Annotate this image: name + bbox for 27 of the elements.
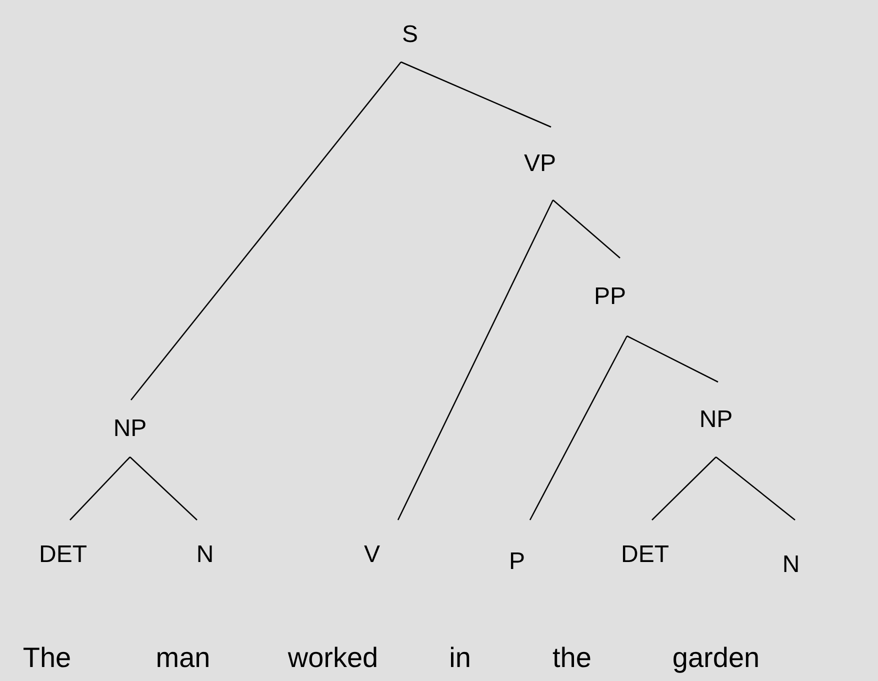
tree-node-label: V <box>364 541 380 569</box>
tree-node-label: VP <box>524 150 556 178</box>
tree-branch <box>552 200 620 258</box>
tree-node-label: NP <box>699 406 733 434</box>
tree-branch <box>70 456 130 520</box>
tree-branch <box>529 336 628 520</box>
tree-node-label: DET <box>39 541 87 569</box>
tree-node-label: N <box>196 541 214 569</box>
tree-branch <box>400 61 552 128</box>
tree-branch <box>130 456 198 520</box>
sentence-word: worked <box>288 642 378 674</box>
tree-node-label: NP <box>113 414 147 442</box>
tree-node-label: S <box>402 21 418 49</box>
tree-node-label: PP <box>594 283 626 311</box>
tree-branch <box>397 200 554 520</box>
tree-branch <box>716 456 796 520</box>
tree-branch <box>652 456 716 520</box>
tree-branch <box>626 335 718 383</box>
sentence-word: the <box>552 642 592 674</box>
sentence-word: The <box>22 642 72 674</box>
sentence-word: in <box>449 642 471 674</box>
tree-node-label: N <box>782 551 800 579</box>
sentence-word: garden <box>672 642 760 674</box>
sentence-word: man <box>156 642 210 674</box>
tree-node-label: DET <box>621 541 669 569</box>
tree-branch <box>130 62 402 400</box>
tree-node-label: P <box>508 548 525 576</box>
